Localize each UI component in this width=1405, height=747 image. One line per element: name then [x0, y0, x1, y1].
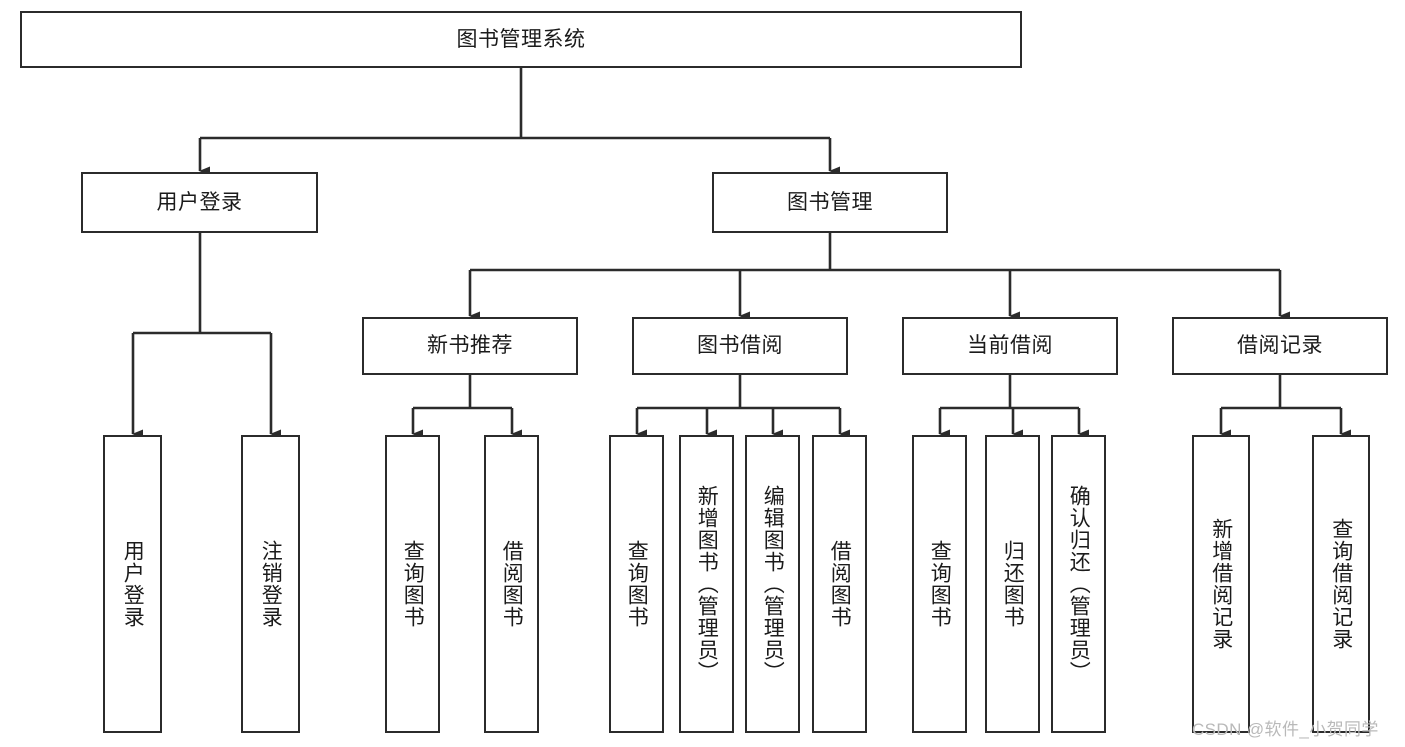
- node-book-borrow[interactable]: 图书借阅: [632, 317, 848, 375]
- node-leaf-query-book-1[interactable]: 查询图书: [385, 435, 440, 733]
- node-label: 查询图书: [625, 540, 649, 628]
- node-label: 编辑图书（管理员）: [761, 485, 785, 683]
- node-label: 用户登录: [156, 190, 243, 214]
- node-label: 用户登录: [121, 540, 145, 628]
- node-label: 图书借阅: [697, 334, 783, 358]
- node-borrow-record[interactable]: 借阅记录: [1172, 317, 1388, 375]
- node-leaf-borrow-book-1[interactable]: 借阅图书: [484, 435, 539, 733]
- node-label: 查询借阅记录: [1329, 518, 1353, 650]
- node-label: 查询图书: [928, 540, 952, 628]
- node-book-manage[interactable]: 图书管理: [712, 172, 948, 233]
- node-label: 归还图书: [1001, 540, 1025, 628]
- node-label: 注销登录: [259, 540, 283, 628]
- node-leaf-confirm-return[interactable]: 确认归还（管理员）: [1051, 435, 1106, 733]
- node-user-login[interactable]: 用户登录: [81, 172, 318, 233]
- node-label: 新增借阅记录: [1209, 518, 1233, 650]
- node-label: 查询图书: [401, 540, 425, 628]
- node-leaf-query-record[interactable]: 查询借阅记录: [1312, 435, 1370, 733]
- node-label: 借阅图书: [828, 540, 852, 628]
- node-label: 图书管理: [787, 190, 873, 214]
- node-label: 新增图书（管理员）: [695, 485, 719, 683]
- node-label: 借阅记录: [1237, 334, 1323, 358]
- node-leaf-query-book-2[interactable]: 查询图书: [609, 435, 664, 733]
- node-root[interactable]: 图书管理系统: [20, 11, 1022, 68]
- node-leaf-return-book[interactable]: 归还图书: [985, 435, 1040, 733]
- node-label: 确认归还（管理员）: [1067, 485, 1091, 683]
- node-label: 借阅图书: [500, 540, 524, 628]
- node-leaf-query-book-3[interactable]: 查询图书: [912, 435, 967, 733]
- node-label: 新书推荐: [427, 334, 513, 358]
- node-leaf-user-login[interactable]: 用户登录: [103, 435, 162, 733]
- node-current-borrow[interactable]: 当前借阅: [902, 317, 1118, 375]
- node-leaf-borrow-book-2[interactable]: 借阅图书: [812, 435, 867, 733]
- node-leaf-add-record[interactable]: 新增借阅记录: [1192, 435, 1250, 733]
- node-leaf-add-book[interactable]: 新增图书（管理员）: [679, 435, 734, 733]
- node-label: 图书管理系统: [456, 27, 586, 51]
- node-leaf-logout[interactable]: 注销登录: [241, 435, 300, 733]
- node-label: 当前借阅: [967, 334, 1053, 358]
- node-new-book-rec[interactable]: 新书推荐: [362, 317, 578, 375]
- node-leaf-edit-book[interactable]: 编辑图书（管理员）: [745, 435, 800, 733]
